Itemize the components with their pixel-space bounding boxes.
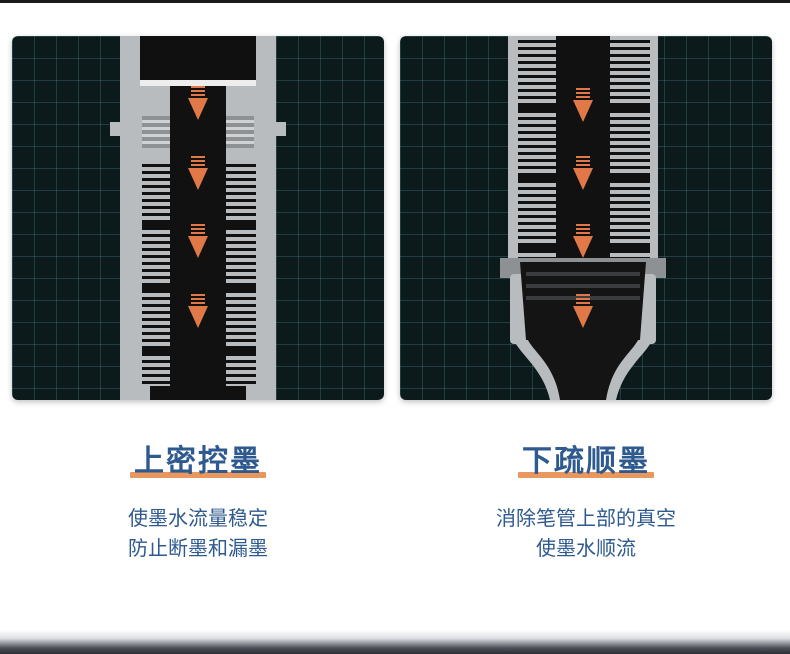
ink-flow-control-diagram	[12, 36, 384, 400]
down-arrow-icon	[573, 224, 593, 258]
fins-right	[226, 164, 256, 384]
collar-core	[520, 262, 646, 340]
description-line: 消除笔管上部的真空	[496, 506, 676, 530]
title-underline	[518, 472, 654, 478]
top-border	[0, 0, 790, 3]
feature-right-description: 消除笔管上部的真空 使墨水顺流	[400, 503, 772, 563]
feature-right-title: 下疏顺墨	[518, 436, 654, 480]
thread-block-right	[226, 116, 254, 148]
ink-flow-arrows	[188, 86, 208, 328]
down-arrow-icon	[573, 156, 593, 190]
title-underline	[130, 472, 266, 478]
feature-left-description: 使墨水流量稳定 防止断墨和漏墨	[12, 503, 384, 563]
fins-right	[610, 40, 650, 260]
down-arrow-icon	[188, 224, 208, 258]
fins-left	[142, 164, 170, 384]
down-arrow-icon	[188, 294, 208, 328]
down-arrow-icon	[573, 88, 593, 122]
fins-left	[518, 40, 556, 260]
description-line: 使墨水流量稳定	[128, 506, 268, 530]
ink-channel	[556, 36, 610, 274]
description-line: 使墨水顺流	[536, 536, 636, 560]
feature-left-caption: 上密控墨	[12, 436, 384, 480]
bottom-edge-strip	[0, 630, 790, 654]
ink-vacuum-relief-diagram	[400, 36, 772, 400]
feature-right-caption: 下疏顺墨	[400, 436, 772, 480]
down-arrow-icon	[188, 156, 208, 190]
down-arrow-icon	[188, 86, 208, 120]
feeder-cross-section-right	[500, 36, 666, 400]
ink-flow-arrows	[573, 88, 593, 328]
down-arrow-icon	[573, 294, 593, 328]
thread-block-left	[142, 116, 170, 148]
ink-chamber	[140, 36, 256, 80]
feeder-cross-section-left	[110, 36, 286, 400]
feature-left-title: 上密控墨	[130, 436, 266, 480]
description-line: 防止断墨和漏墨	[128, 536, 268, 560]
